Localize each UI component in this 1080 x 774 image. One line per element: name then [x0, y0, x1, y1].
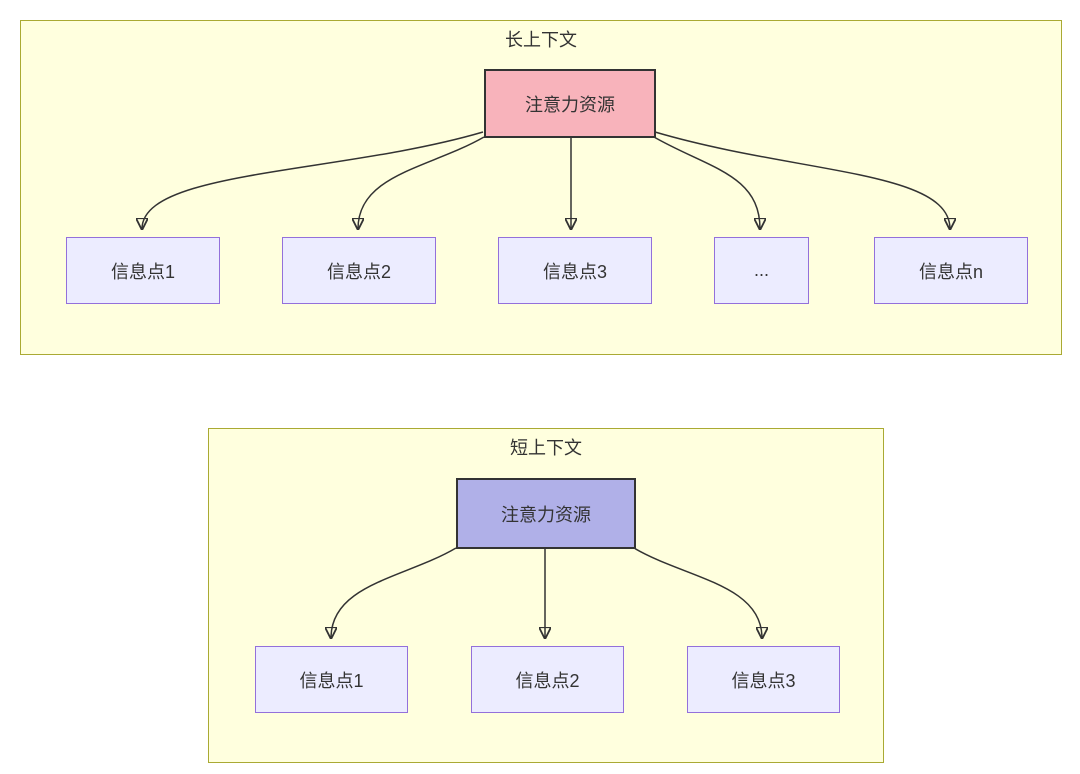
info-node-long-3: 信息点3 — [498, 237, 652, 304]
info-node-long-2: 信息点2 — [282, 237, 436, 304]
info-node-long-n: 信息点n — [874, 237, 1028, 304]
attention-node-long: 注意力资源 — [484, 69, 656, 138]
info-node-short-3: 信息点3 — [687, 646, 840, 713]
subgraph-short-title: 短上下文 — [510, 438, 582, 458]
attention-node-short: 注意力资源 — [456, 478, 636, 549]
info-node-short-2: 信息点2 — [471, 646, 624, 713]
info-node-long-1: 信息点1 — [66, 237, 220, 304]
subgraph-short-context: 短上下文 注意力资源 信息点1 信息点2 信息点3 — [208, 428, 884, 763]
subgraph-long-title: 长上下文 — [505, 30, 577, 50]
subgraph-long-context: 长上下文 注意力资源 信息点1 信息点2 信息点3 ... 信息点n — [20, 20, 1062, 355]
info-node-short-1: 信息点1 — [255, 646, 408, 713]
info-node-long-ellipsis: ... — [714, 237, 809, 304]
